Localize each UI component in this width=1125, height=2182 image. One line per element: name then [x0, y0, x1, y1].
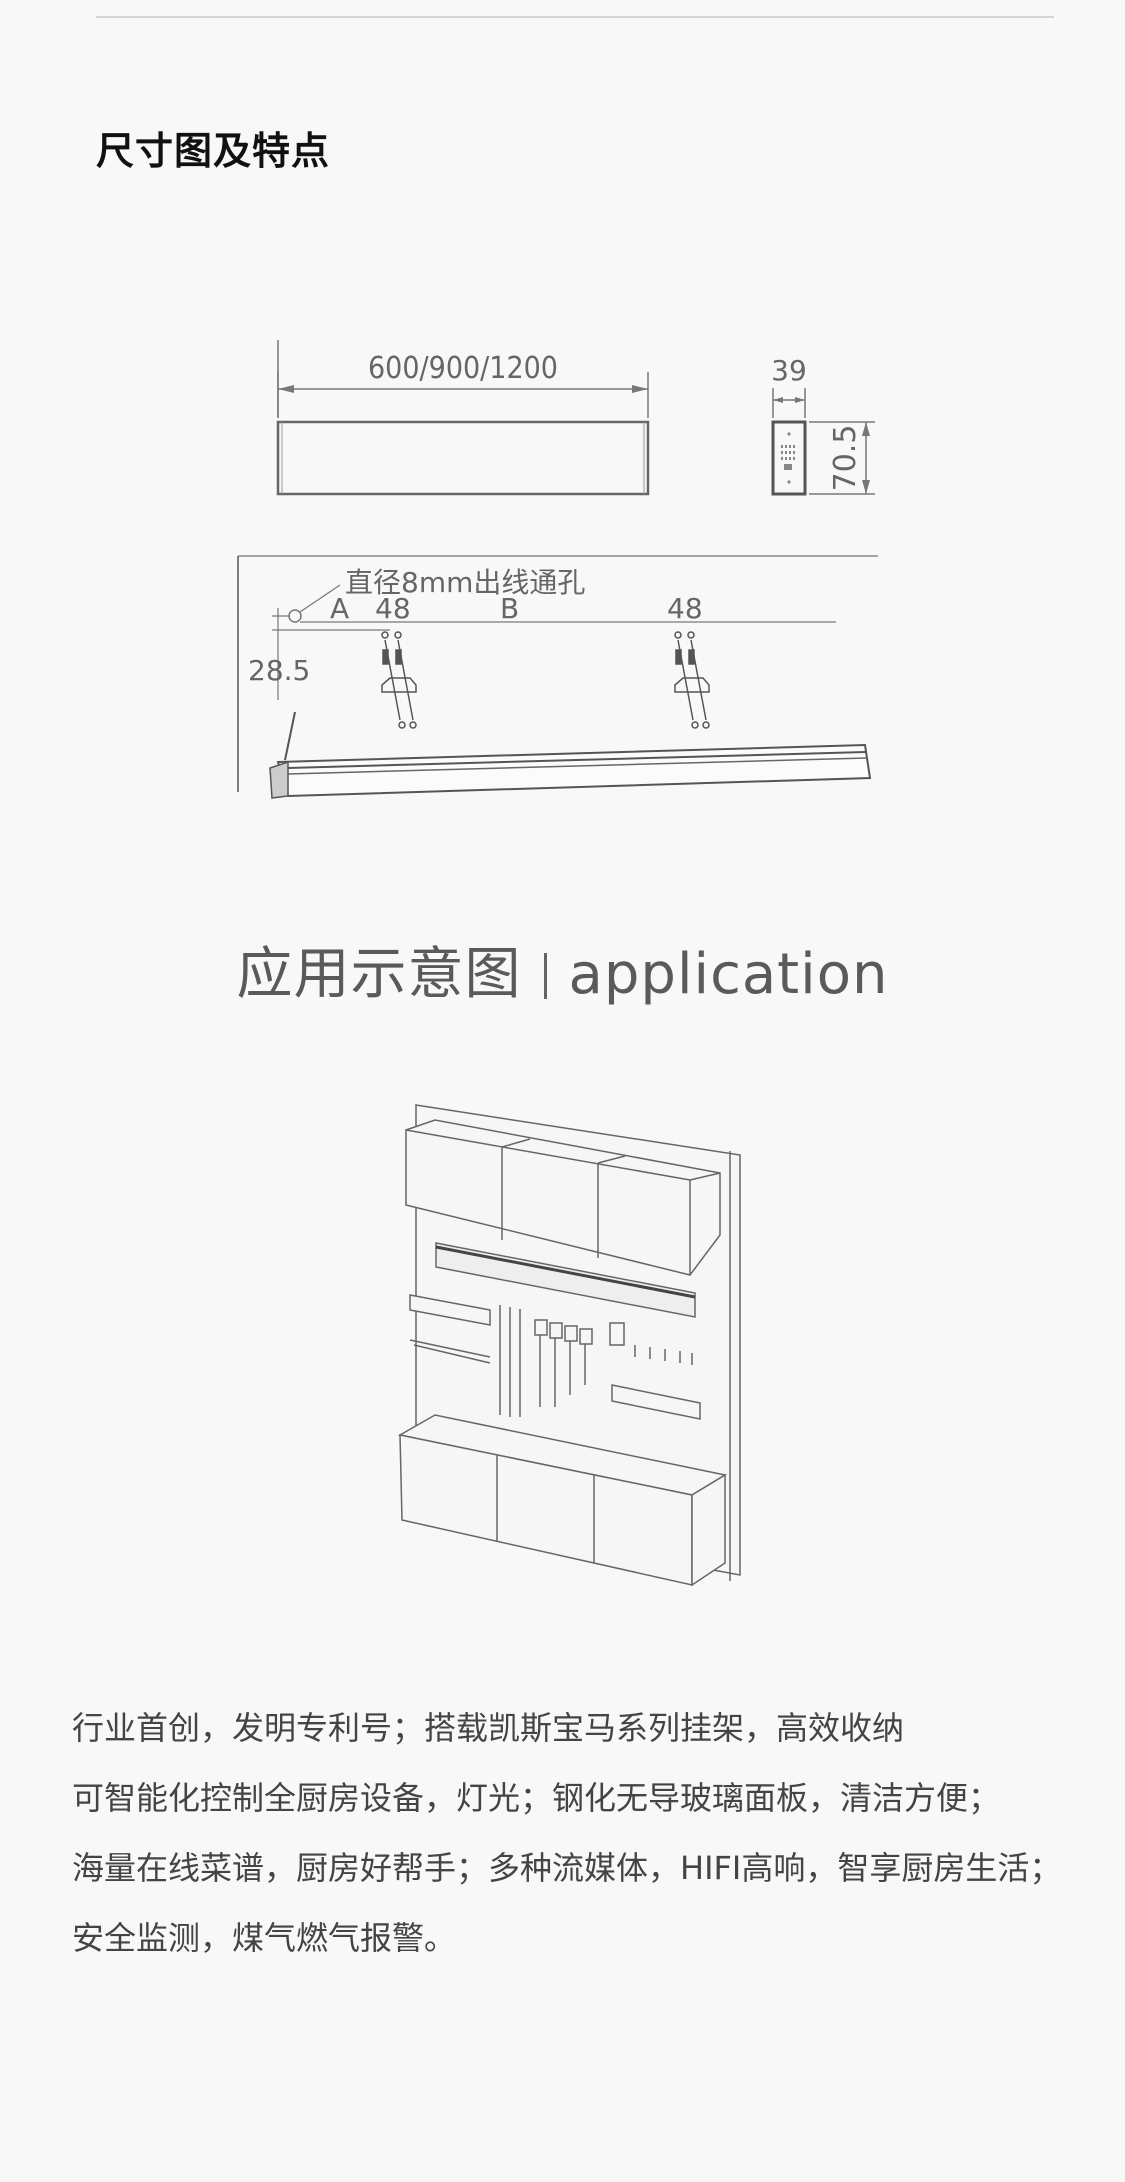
- installation-drawing: 直径8mm出线通孔 28.5 A 48 B 48: [237, 555, 878, 799]
- feature-line: 可智能化控制全厨房设备，灯光；钢化无导玻璃面板，清洁方便；: [72, 1779, 1001, 1817]
- length-dimension: 600/900/1200: [368, 351, 558, 386]
- a-dimension: A: [330, 592, 349, 625]
- hole-label: 直径8mm出线通孔: [345, 566, 585, 599]
- top-divider: [96, 16, 1054, 18]
- offset-dimension: 28.5: [248, 654, 310, 687]
- application-title-en: application: [568, 942, 889, 1007]
- b-dimension: B: [500, 592, 519, 625]
- width-dimension: 39: [771, 354, 807, 387]
- title-separator: [543, 953, 547, 999]
- spacing-left-dimension: 48: [375, 592, 411, 625]
- feature-line: 海量在线菜谱，厨房好帮手；多种流媒体，HIFI高响，智享厨房生活；: [72, 1849, 1062, 1887]
- dimension-drawing-front-side: 600/900/1200 39 70.5: [276, 340, 875, 496]
- section-title: 尺寸图及特点: [96, 129, 331, 173]
- application-heading: 应用示意图 application: [0, 935, 1125, 1015]
- height-dimension: 70.5: [828, 425, 863, 492]
- feature-list: 行业首创，发明专利号；搭载凯斯宝马系列挂架，高效收纳 可智能化控制全厨房设备，灯…: [72, 1693, 1112, 1973]
- kitchen-application-illustration: [397, 1104, 741, 1587]
- application-title-cn: 应用示意图: [236, 942, 522, 1007]
- feature-line: 行业首创，发明专利号；搭载凯斯宝马系列挂架，高效收纳: [72, 1709, 905, 1747]
- feature-line: 安全监测，煤气燃气报警。: [72, 1919, 457, 1957]
- spacing-right-dimension: 48: [667, 592, 703, 625]
